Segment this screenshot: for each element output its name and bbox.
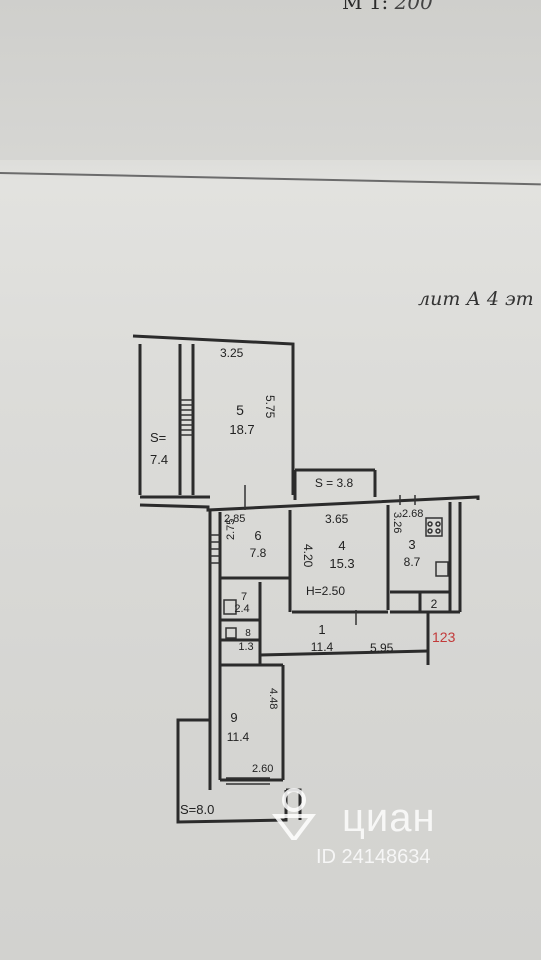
room3-area: 8.7 xyxy=(404,555,421,569)
red-mark: 123 xyxy=(432,629,456,645)
room9-length: 4.48 xyxy=(267,688,279,709)
loggia-bottom-area: S=8.0 xyxy=(180,802,214,817)
room1-label: 1 xyxy=(318,622,325,637)
room6-length: 2.75 xyxy=(225,519,237,540)
room3-width: 2.68 xyxy=(402,508,423,520)
room7-area: 2.4 xyxy=(234,603,249,615)
scale-prefix: М 1: xyxy=(342,0,389,14)
scale-note: М 1: 200 xyxy=(342,0,433,14)
room8-label: 8 xyxy=(245,628,251,639)
room4-width: 3.65 xyxy=(325,512,349,526)
scale-value: 200 xyxy=(394,0,433,14)
room7-label: 7 xyxy=(241,591,247,603)
room4-area: 15.3 xyxy=(329,556,354,571)
loggia-top-area: S = 3.8 xyxy=(315,476,354,490)
room4-length: 4.20 xyxy=(301,544,315,568)
room3-length: 3.26 xyxy=(391,512,403,533)
wall-top xyxy=(132,334,295,495)
room6-area: 7.8 xyxy=(250,546,267,560)
room8-area: 1.3 xyxy=(238,641,253,653)
room9-area: 11.4 xyxy=(227,730,250,744)
room6-width: 2.85 xyxy=(224,513,245,525)
liter-note: лит А 4 эт xyxy=(418,288,534,310)
room3-label: 3 xyxy=(408,537,415,552)
room4-label: 4 xyxy=(338,538,345,553)
room6-label: 6 xyxy=(254,528,261,543)
balcony-top-area: 7.4 xyxy=(150,452,168,467)
room4-height: H=2.50 xyxy=(306,584,345,598)
cian-brand-text: циан xyxy=(342,796,436,840)
room9-width: 2.60 xyxy=(252,763,273,775)
room9-label: 9 xyxy=(230,710,237,725)
cian-logo-icon xyxy=(272,788,316,840)
balcony-top-label: S= xyxy=(150,430,166,445)
top-page-band xyxy=(0,0,541,160)
room5-label: 5 xyxy=(236,402,244,418)
room1-length: 5.95 xyxy=(370,641,394,655)
listing-id: ID 24148634 xyxy=(316,846,431,868)
room2-label: 2 xyxy=(431,597,438,611)
room1-area: 11.4 xyxy=(311,640,334,654)
cian-watermark: циан ID 24148634 xyxy=(272,778,502,878)
room5-area: 18.7 xyxy=(229,422,254,437)
room5-width: 3.25 xyxy=(220,346,244,360)
room5-length: 5.75 xyxy=(263,395,277,419)
